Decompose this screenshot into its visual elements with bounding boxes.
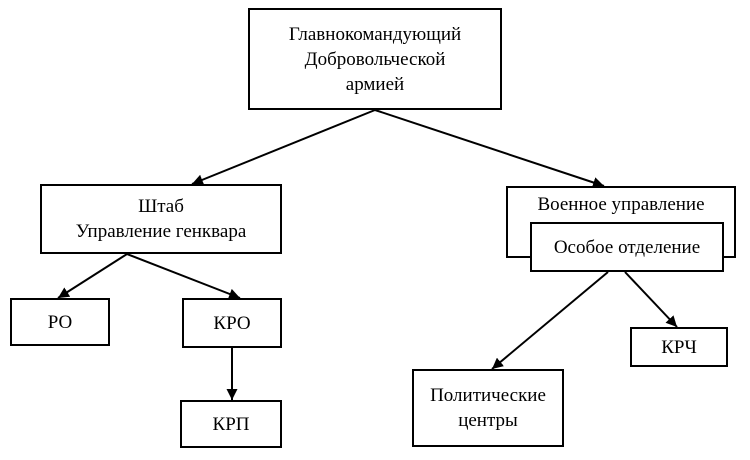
krch-box: КРЧ [630, 327, 728, 367]
commander-line-1: Главнокомандующий [288, 23, 462, 45]
staff-box: Штаб Управление генквара [40, 184, 282, 254]
krp-box: КРП [180, 400, 282, 448]
political-centers-line-1: Политические [430, 385, 546, 406]
kro-box: КРО [182, 298, 282, 348]
special-department-box: Особое отделение [530, 222, 724, 272]
commander-box: Главнокомандующий Добровольческой армией [248, 8, 502, 110]
arrow-special-to-krch [624, 271, 678, 328]
ro-box: РО [10, 298, 110, 346]
staff-line-1: Штаб [138, 196, 184, 217]
arrow-commander-to-staff [191, 109, 376, 185]
krp-label: КРП [212, 413, 250, 435]
military-directorate-label: Военное управление [537, 194, 705, 215]
ro-label: РО [47, 311, 73, 333]
arrow-staff-to-kro [126, 253, 241, 300]
arrow-special-to-political [491, 271, 609, 370]
special-department-label: Особое отделение [553, 236, 701, 258]
commander-line-2: Добровольческой [304, 48, 446, 70]
krch-label: КРЧ [661, 336, 697, 358]
arrow-commander-to-military [374, 109, 605, 188]
political-centers-box: Политические центры [412, 369, 564, 447]
kro-label: КРО [213, 312, 251, 334]
political-centers-line-2: центры [458, 410, 518, 431]
staff-line-2: Управление генквара [75, 221, 247, 242]
arrow-staff-to-ro [57, 253, 128, 299]
commander-line-3: армией [345, 73, 405, 95]
